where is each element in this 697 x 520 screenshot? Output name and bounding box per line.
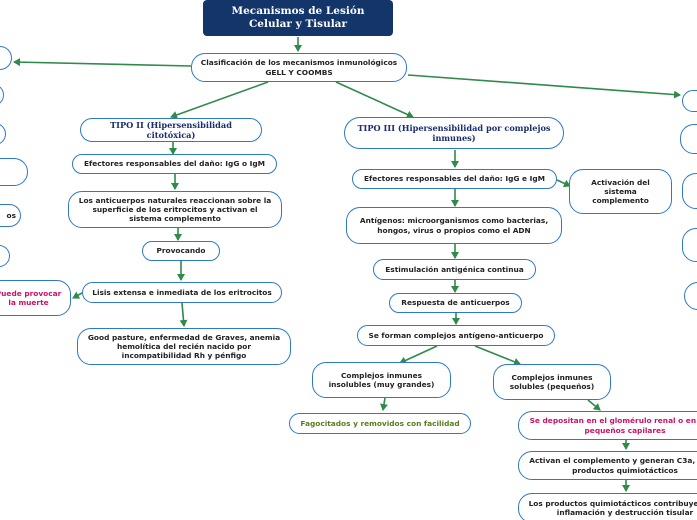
- type3-heading-node[interactable]: TIPO III (Hipersensibilidad por complejo…: [344, 117, 564, 149]
- connector: [13, 58, 192, 67]
- type3-soluble-node[interactable]: Complejos inmunes solubles (pequeños): [493, 364, 611, 400]
- connector: [587, 399, 601, 411]
- connector: [335, 81, 414, 119]
- right-partial-node-4[interactable]: [682, 228, 697, 262]
- connector: [170, 81, 269, 119]
- type3-insoluble-node[interactable]: Complejos inmunes insolubles (muy grande…: [312, 362, 451, 398]
- connector: [179, 302, 188, 327]
- right-partial-node-1[interactable]: [682, 90, 697, 112]
- type2-death-node[interactable]: Puede provocar la muerte: [0, 280, 71, 316]
- connector: [407, 74, 681, 99]
- classification-node[interactable]: Clasificación de los mecanismos inmunoló…: [191, 53, 407, 82]
- type3-effectors-node[interactable]: Efectores responsables del daño: IgG e I…: [352, 169, 557, 189]
- left-partial-node-4[interactable]: [0, 158, 28, 186]
- type3-phagocyted-node[interactable]: Fagocitados y removidos con facilidad: [289, 413, 471, 434]
- left-partial-node-5[interactable]: os: [0, 204, 21, 227]
- type2-diseases-node[interactable]: Good pasture, enfermedad de Graves, anem…: [77, 328, 291, 365]
- connector: [474, 345, 521, 366]
- type2-lysis-node[interactable]: Lisis extensa e inmediata de los eritroc…: [82, 282, 282, 303]
- map-title: Mecanismos de Lesión Celular y Tisular: [203, 0, 393, 36]
- right-partial-node-3[interactable]: [682, 173, 697, 209]
- type3-antigens-node[interactable]: Antígenos: microorganismos como bacteria…: [346, 207, 562, 244]
- type3-products-node[interactable]: Los productos quimiotácticos contribuyen…: [518, 493, 697, 520]
- connector: [380, 397, 388, 411]
- type2-heading-node[interactable]: TIPO II (Hipersensibilidad citotóxica): [80, 118, 262, 142]
- connector: [72, 291, 83, 299]
- type3-response-node[interactable]: Respuesta de anticuerpos: [389, 293, 522, 313]
- type3-activate-node[interactable]: Activan el complemento y generan C3a, C5…: [518, 451, 697, 480]
- left-partial-text: os: [6, 210, 16, 220]
- type2-effectors-node[interactable]: Efectores responsables del daño: IgG o I…: [72, 154, 277, 174]
- type2-antibodies-node[interactable]: Los anticuerpos naturales reaccionan sob…: [68, 191, 282, 228]
- type3-deposit-node[interactable]: Se depositan en el glomérulo renal o en …: [518, 411, 697, 440]
- connector: [556, 179, 571, 188]
- type3-complexes-node[interactable]: Se forman complejos antígeno-anticuerpo: [357, 325, 555, 346]
- type3-complement-node[interactable]: Activación del sistema complemento: [569, 169, 672, 214]
- connector: [399, 345, 438, 365]
- type2-provoking-node[interactable]: Provocando: [142, 241, 220, 261]
- type3-stimulation-node[interactable]: Estimulación antigénica continua: [373, 259, 536, 280]
